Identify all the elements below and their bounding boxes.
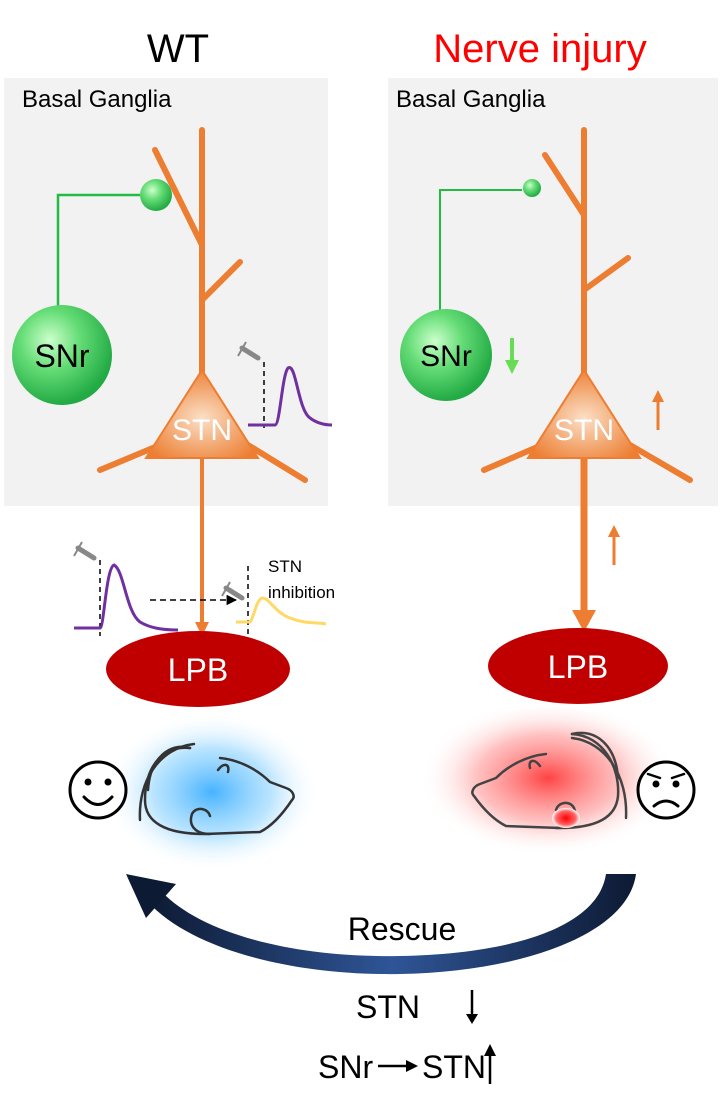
stn-label-left: STN bbox=[172, 414, 232, 447]
snr-decrease-arrow-icon bbox=[505, 338, 519, 374]
down-arrow-icon bbox=[466, 990, 478, 1024]
stimulus-pipette-icon bbox=[73, 541, 97, 561]
up-arrow-icon bbox=[484, 1044, 496, 1084]
basal-ganglia-label-left: Basal Ganglia bbox=[22, 86, 172, 113]
sad-face-icon bbox=[636, 760, 696, 820]
lpb-label-left: LPB bbox=[168, 652, 228, 688]
axon-arrowhead-right bbox=[572, 610, 596, 632]
stn-neuron-left bbox=[97, 127, 308, 483]
pain-glow bbox=[420, 700, 676, 856]
stn-bottom-label-2: STN bbox=[422, 1049, 486, 1085]
stn-inhibition-label-line1: STN bbox=[268, 557, 302, 576]
snr-node-right bbox=[400, 309, 492, 401]
snr-projection-right bbox=[439, 189, 522, 320]
snr-projection-left bbox=[56, 193, 140, 336]
stn-increase-arrow-icon bbox=[652, 390, 664, 430]
lpb-response-trace bbox=[74, 563, 179, 632]
analgesia-glow bbox=[104, 712, 320, 872]
injury-site bbox=[552, 808, 580, 828]
axon-arrowhead-left bbox=[195, 622, 209, 636]
rescue-arrow bbox=[148, 874, 636, 975]
rescue-arrowhead-icon bbox=[126, 874, 176, 918]
mouse-icon bbox=[138, 742, 295, 836]
stimulus-pipette-icon bbox=[221, 581, 245, 601]
right-arrow-icon bbox=[378, 1060, 418, 1072]
stn-inhibition-label-line2: inhibition bbox=[268, 583, 335, 602]
snr-bottom-label: SNr bbox=[318, 1049, 373, 1085]
stn-neuron-right bbox=[481, 127, 693, 483]
snr-terminal-right bbox=[523, 179, 541, 197]
stn-label-right: STN bbox=[554, 414, 614, 447]
lpb-increase-arrow-icon bbox=[608, 525, 620, 565]
stn-bottom-label: STN bbox=[356, 989, 420, 1025]
wt-title: WT bbox=[147, 27, 209, 71]
stn-response-trace bbox=[248, 366, 333, 427]
inhibited-response-trace bbox=[236, 596, 327, 626]
lpb-label-right: LPB bbox=[548, 649, 608, 685]
snr-label-left: SNr bbox=[34, 338, 89, 374]
happy-face-icon bbox=[68, 760, 128, 820]
stimulus-pipette-icon bbox=[237, 341, 261, 361]
snr-terminal-left bbox=[140, 179, 172, 211]
lpb-node-right bbox=[488, 628, 668, 704]
basal-ganglia-label-right: Basal Ganglia bbox=[396, 86, 546, 113]
nerve-injury-title: Nerve injury bbox=[433, 27, 646, 71]
snr-label-right: SNr bbox=[420, 340, 472, 373]
lpb-node-left bbox=[106, 631, 290, 707]
snr-node-left bbox=[12, 305, 112, 405]
rescue-label: Rescue bbox=[348, 911, 457, 947]
